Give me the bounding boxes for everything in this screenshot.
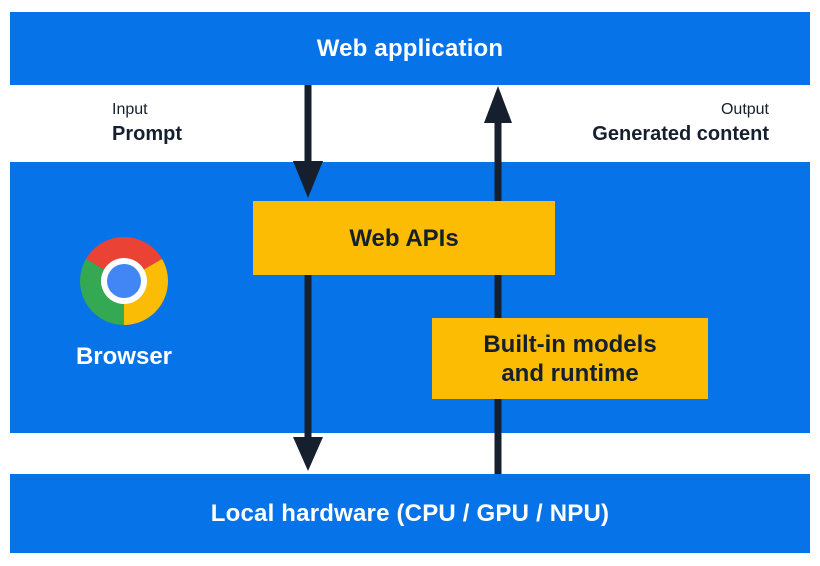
output-label: Generated content	[592, 123, 769, 145]
output-caption: Output	[720, 101, 769, 118]
local-hardware-band: Local hardware (CPU / GPU / NPU)	[10, 474, 810, 553]
input-label: Prompt	[112, 123, 182, 145]
web-apis-label: Web APIs	[349, 224, 459, 252]
builtin-models-box: Built-in models and runtime	[432, 318, 708, 399]
output-annotation: Output Generated content	[592, 99, 769, 147]
builtin-models-label-line2: and runtime	[501, 359, 639, 387]
browser-label: Browser	[75, 343, 173, 370]
web-application-band: Web application	[10, 12, 810, 85]
input-caption: Input	[112, 101, 148, 118]
web-apis-box: Web APIs	[253, 201, 555, 275]
input-annotation: Input Prompt	[112, 99, 182, 147]
builtin-models-label-line1: Built-in models	[483, 330, 657, 358]
chrome-icon	[80, 237, 168, 325]
chrome-icon-svg	[80, 237, 168, 325]
web-application-label: Web application	[316, 34, 504, 62]
local-hardware-label: Local hardware (CPU / GPU / NPU)	[210, 499, 610, 527]
